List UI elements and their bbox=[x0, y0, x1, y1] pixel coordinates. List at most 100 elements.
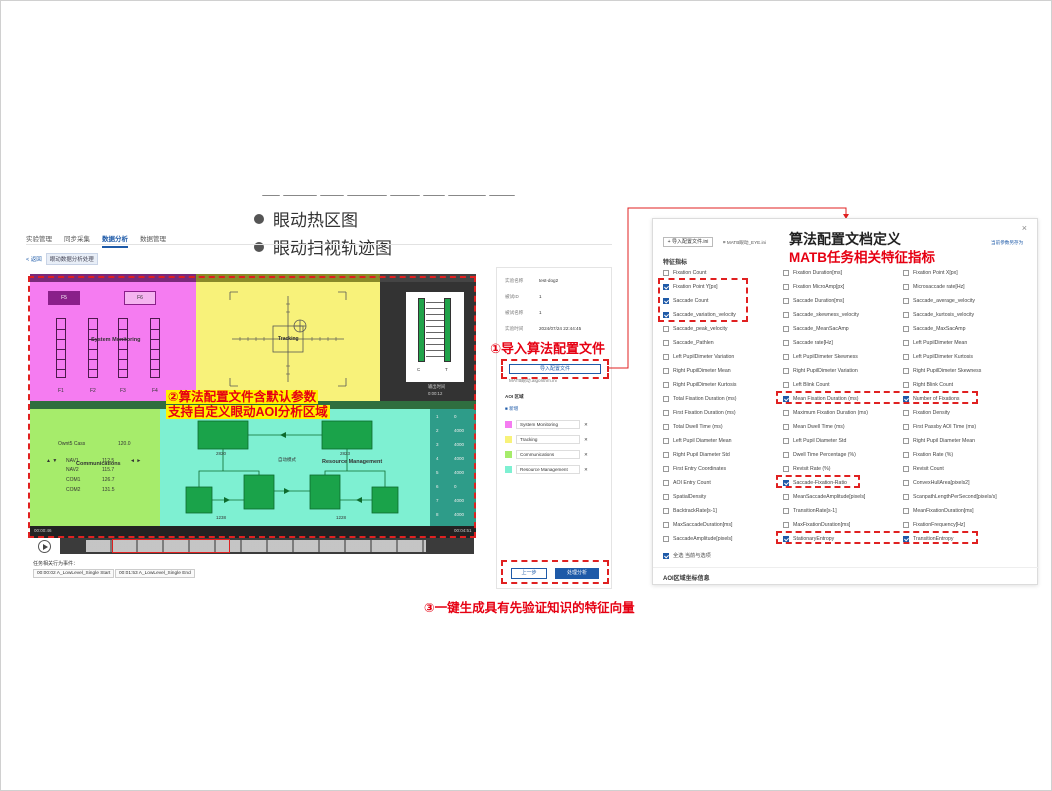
feature-checkbox[interactable] bbox=[903, 508, 909, 514]
feature-checkbox[interactable] bbox=[783, 326, 789, 332]
remove-icon[interactable]: ✕ bbox=[584, 451, 588, 457]
feature-option[interactable]: SaccadeAmplitude[pixels] bbox=[663, 536, 732, 542]
feature-option[interactable]: MaxSaccadeDuration[ms] bbox=[663, 522, 732, 528]
feature-checkbox[interactable] bbox=[663, 312, 669, 318]
feature-checkbox[interactable] bbox=[783, 438, 789, 444]
feature-option[interactable]: StationaryEntropy bbox=[783, 536, 834, 542]
feature-checkbox[interactable] bbox=[663, 494, 669, 500]
feature-option[interactable]: Saccade Duration[ms] bbox=[783, 298, 844, 304]
remove-icon[interactable]: ✕ bbox=[584, 466, 588, 472]
feature-checkbox[interactable] bbox=[663, 536, 669, 542]
feature-checkbox[interactable] bbox=[783, 466, 789, 472]
feature-option[interactable]: Saccade_MeanSacAmp bbox=[783, 326, 849, 332]
import-config-button[interactable]: 导入配置文件 bbox=[509, 364, 601, 374]
feature-checkbox[interactable] bbox=[783, 396, 789, 402]
play-button[interactable] bbox=[38, 540, 51, 553]
feature-checkbox[interactable] bbox=[663, 522, 669, 528]
video-timeline[interactable] bbox=[60, 538, 474, 554]
feature-checkbox[interactable] bbox=[783, 410, 789, 416]
feature-option[interactable]: AOI Entry Count bbox=[663, 480, 711, 486]
feature-checkbox[interactable] bbox=[903, 466, 909, 472]
close-icon[interactable]: × bbox=[1021, 223, 1027, 233]
feature-option[interactable]: Right PupilDimeter Variation bbox=[783, 368, 858, 374]
feature-checkbox[interactable] bbox=[783, 270, 789, 276]
aoi-add-button[interactable]: ■ 新增 bbox=[505, 406, 519, 411]
feature-checkbox[interactable] bbox=[903, 354, 909, 360]
feature-option[interactable]: TransitionEntropy bbox=[903, 536, 953, 542]
feature-checkbox[interactable] bbox=[783, 284, 789, 290]
feature-option[interactable]: Fixation Rate (%) bbox=[903, 452, 953, 458]
feature-checkbox[interactable] bbox=[663, 424, 669, 430]
process-analysis-button[interactable]: 处理分析 bbox=[555, 568, 599, 579]
remove-icon[interactable]: ✕ bbox=[584, 421, 588, 427]
feature-checkbox[interactable] bbox=[663, 410, 669, 416]
back-link[interactable]: < 返回 bbox=[26, 257, 42, 263]
event-tag-start[interactable]: 00:00:02 A_LowLevel_Single Start bbox=[33, 569, 115, 578]
feature-checkbox[interactable] bbox=[663, 480, 669, 486]
feature-option[interactable]: SpatialDensity bbox=[663, 494, 706, 500]
feature-option[interactable]: Right Pupil Diameter Std bbox=[663, 452, 730, 458]
feature-option[interactable]: Maximum Fixation Duration (ms) bbox=[783, 410, 868, 416]
feature-checkbox[interactable] bbox=[663, 298, 669, 304]
aoi-resource-management[interactable]: 2820 2823 1238 1228 自动模式 Resource Manage… bbox=[160, 401, 430, 526]
feature-checkbox[interactable] bbox=[783, 424, 789, 430]
feature-checkbox[interactable] bbox=[903, 424, 909, 430]
feature-checkbox[interactable] bbox=[783, 536, 789, 542]
feature-option[interactable]: Saccade_Pathlen bbox=[663, 340, 714, 346]
feature-option[interactable]: Mean Fixation Duration (ms) bbox=[783, 396, 858, 402]
feature-option[interactable]: Saccade_variation_velocity bbox=[663, 312, 736, 318]
feature-option[interactable]: Right PupilDimeter Kurtosis bbox=[663, 382, 736, 388]
feature-checkbox[interactable] bbox=[903, 326, 909, 332]
aoi-system-monitoring[interactable]: F5 F6 System Monitoring F1 F2 F3 F4 bbox=[30, 274, 196, 401]
feature-option[interactable]: Left Pupil Diameter Mean bbox=[663, 438, 732, 444]
feature-option[interactable]: Saccade_skewness_velocity bbox=[783, 312, 859, 318]
feature-option[interactable]: Saccade Count bbox=[663, 298, 708, 304]
feature-checkbox[interactable] bbox=[903, 368, 909, 374]
feature-checkbox[interactable] bbox=[663, 326, 669, 332]
aoi-item[interactable]: Tracking✕ bbox=[505, 435, 605, 444]
feature-checkbox[interactable] bbox=[903, 438, 909, 444]
feature-option[interactable]: Dwell Time Percentage (%) bbox=[783, 452, 856, 458]
feature-checkbox[interactable] bbox=[783, 494, 789, 500]
feature-checkbox[interactable] bbox=[663, 508, 669, 514]
feature-checkbox[interactable] bbox=[663, 368, 669, 374]
feature-option[interactable]: Left PupilDimeter Mean bbox=[903, 340, 967, 346]
feature-option[interactable]: Total Dwell Time (ms) bbox=[663, 424, 723, 430]
feature-checkbox[interactable] bbox=[783, 382, 789, 388]
feature-option[interactable]: Right Blink Count bbox=[903, 382, 953, 388]
feature-option[interactable]: First Fixation Duration (ms) bbox=[663, 410, 736, 416]
nav-tab-sync[interactable]: 同步采集 bbox=[64, 236, 90, 243]
feature-option[interactable]: Fixation Count bbox=[663, 270, 706, 276]
feature-checkbox[interactable] bbox=[903, 480, 909, 486]
feature-option[interactable]: Left Pupil Diameter Std bbox=[783, 438, 846, 444]
feature-checkbox[interactable] bbox=[903, 382, 909, 388]
feature-option[interactable]: Saccade_average_velocity bbox=[903, 298, 975, 304]
feature-option[interactable]: Right Pupil Diameter Mean bbox=[903, 438, 975, 444]
feature-option[interactable]: FixationFrequency[Hz] bbox=[903, 522, 965, 528]
feature-option[interactable]: Number of Fixations bbox=[903, 396, 959, 402]
aoi-item[interactable]: Resource Management✕ bbox=[505, 465, 605, 474]
feature-checkbox[interactable] bbox=[663, 284, 669, 290]
feature-option[interactable]: Left PupilDimeter Variation bbox=[663, 354, 734, 360]
feature-option[interactable]: Microsaccade rate[Hz] bbox=[903, 284, 965, 290]
feature-option[interactable]: Fixation Point X[px] bbox=[903, 270, 958, 276]
feature-checkbox[interactable] bbox=[783, 480, 789, 486]
feature-checkbox[interactable] bbox=[663, 438, 669, 444]
feature-checkbox[interactable] bbox=[783, 368, 789, 374]
event-tag-end[interactable]: 00:01:53 A_LowLevel_Single End bbox=[115, 569, 195, 578]
feature-option[interactable]: Left PupilDimeter Kurtosis bbox=[903, 354, 973, 360]
feature-checkbox[interactable] bbox=[903, 396, 909, 402]
feature-option[interactable]: MeanSaccadeAmplitude[pixels] bbox=[783, 494, 865, 500]
feature-checkbox[interactable] bbox=[663, 382, 669, 388]
feature-checkbox[interactable] bbox=[903, 494, 909, 500]
feature-option[interactable]: TransitionRate[s-1] bbox=[783, 508, 837, 514]
feature-option[interactable]: ConvexHullArea[pixels2] bbox=[903, 480, 970, 486]
feature-checkbox[interactable] bbox=[903, 410, 909, 416]
select-all[interactable]: 全选 当前与选项 bbox=[663, 552, 711, 559]
feature-checkbox[interactable] bbox=[663, 270, 669, 276]
feature-checkbox[interactable] bbox=[903, 284, 909, 290]
feature-option[interactable]: Fixation Point Y[px] bbox=[663, 284, 718, 290]
nav-tab-experiment[interactable]: 实验管理 bbox=[26, 236, 52, 243]
feature-option[interactable]: Saccade-Fixation-Ratio bbox=[783, 480, 847, 486]
feature-option[interactable]: First Entry Coordinates bbox=[663, 466, 726, 472]
